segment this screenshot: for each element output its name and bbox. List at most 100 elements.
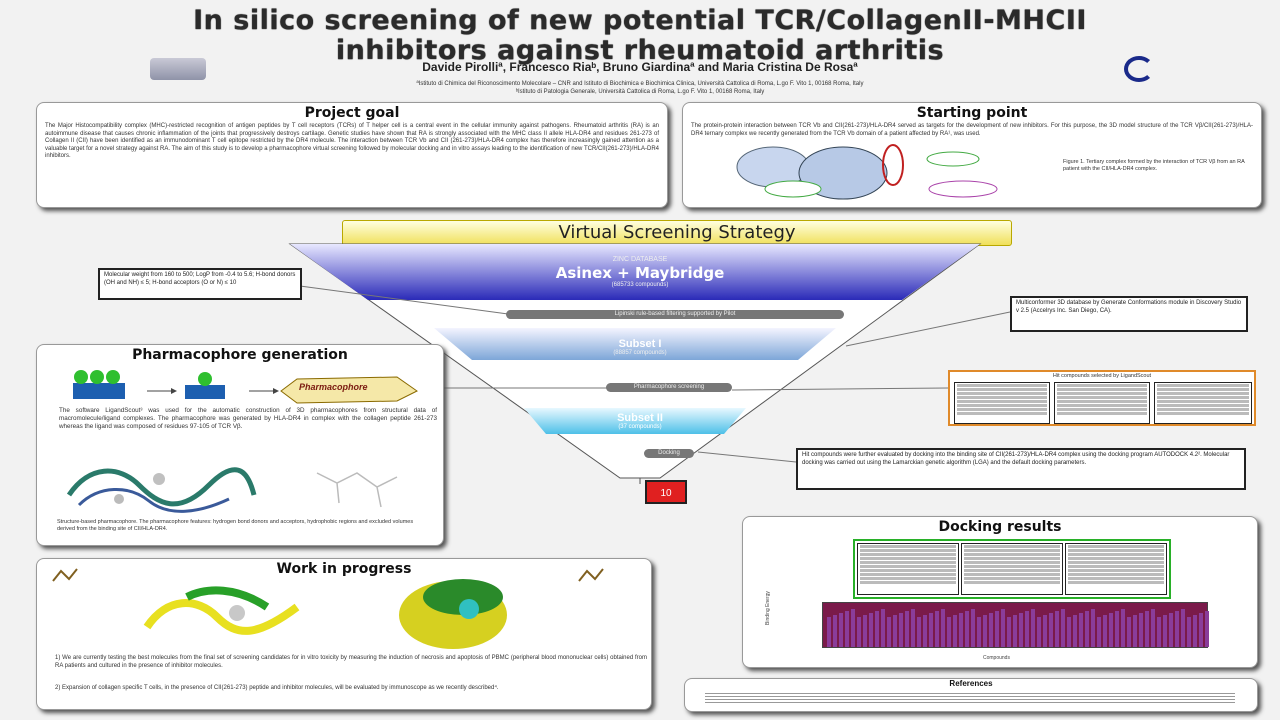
docking-note: Hit compounds were further evaluated by … [796,448,1246,490]
work-item-2: 2) Expansion of collagen specific T cell… [55,685,499,691]
step-docking-pill: Docking [644,449,694,458]
docking-bar [869,613,873,647]
docking-chart-ylabel: Binding Energy [765,591,771,625]
docking-table-3 [1065,543,1167,595]
title-line-2: inhibitors against rheumatoid arthritis [335,35,945,66]
db-name: Asinex + Maybridge [555,264,725,282]
hits-table-3 [1154,382,1252,424]
docking-bar [983,615,987,647]
pharmacophore-text: The software LigandScout³ was used for t… [59,407,437,430]
project-goal-text: The Major Histocompatibility complex (MH… [45,123,659,159]
docking-bar [1109,613,1113,647]
affiliation-1: ªIstituto di Chimica del Riconoscimento … [416,81,864,87]
docking-bar [1013,615,1017,647]
small-molecule-icon-right [578,568,604,582]
docking-bar [1193,615,1197,647]
docking-bar [881,609,885,647]
references-heading: References [949,679,993,688]
docking-bar [857,617,861,647]
docking-bar [911,609,915,647]
docking-bar [1199,613,1203,647]
pharmacophore-structure-figure [66,467,257,513]
docking-bar [1079,613,1083,647]
docking-bar [1133,615,1137,647]
docking-bar [947,617,951,647]
subset1-count: (88857 compounds) [613,350,667,356]
docking-table-2 [961,543,1063,595]
work-in-progress-box: Work in progress 1) We are currently tes… [36,558,652,710]
institute-logo-left [150,58,206,80]
multiconformer-note: Multiconformer 3D database by Generate C… [1010,296,1248,332]
affiliations: ªIstituto di Chimica del Riconoscimento … [100,80,1180,96]
strategy-banner: Virtual Screening Strategy [342,220,1012,246]
docking-bar [1151,609,1155,647]
docking-bar [971,609,975,647]
title-line-1: In silico screening of new potential TCR… [193,5,1087,36]
docking-bar [1103,615,1107,647]
pharmacophore-box: Pharmacophore generation Pharmacophore T… [36,344,444,546]
poster-title: In silico screening of new potential TCR… [0,6,1280,66]
docking-bar [1187,617,1191,647]
docking-bar [1049,613,1053,647]
docking-results-heading: Docking results [938,519,1062,535]
docking-bar [893,615,897,647]
db-label: ZINC DATABASE [612,256,668,263]
docking-bar [923,615,927,647]
docking-bar [989,613,993,647]
pharmacophore-workflow-figure [73,370,418,404]
docking-bar [1043,615,1047,647]
docking-bar [851,609,855,647]
protein-structure-figure-1 [143,586,300,635]
docking-bar [1115,611,1119,647]
docking-bar [1061,609,1065,647]
docking-bar [995,611,999,647]
docking-bar [1073,615,1077,647]
docking-bar [839,613,843,647]
docking-bar [1001,609,1005,647]
docking-bar [941,609,945,647]
docking-bar [827,617,831,647]
subset2-label: Subset II [617,412,663,424]
docking-bar [1175,611,1179,647]
connector-docking [697,451,797,463]
docking-bar [899,613,903,647]
affiliation-2: ᵇIstituto di Patologia Generale, Univers… [515,89,765,95]
docking-bar [1169,613,1173,647]
docking-bar [1157,617,1161,647]
docking-bar [917,617,921,647]
docking-bar [1055,611,1059,647]
docking-bar [863,615,867,647]
starting-point-text: The protein-protein interaction between … [691,123,1253,137]
small-molecule-icon-left [52,568,78,582]
docking-bar [1139,613,1143,647]
docking-bar [929,613,933,647]
docking-bar [1097,617,1101,647]
docking-bar [977,617,981,647]
work-item-1: 1) We are currently testing the best mol… [55,655,647,669]
hits-table-title: Hit compounds selected by LigandScout [1052,373,1152,379]
pharmacophore-star-label: Pharmacophore [299,382,368,392]
lipinski-note: Molecular weight from 160 to 500; LogP f… [98,268,302,300]
step-pharmacophore-pill: Pharmacophore screening [606,383,732,392]
docking-bar [1127,617,1131,647]
docking-chart-xlabel: Compounds [983,655,1010,661]
docking-bar [845,611,849,647]
docking-bar [875,611,879,647]
docking-bar [1163,615,1167,647]
docking-bar [1181,609,1185,647]
ternary-complex-figure [736,144,998,200]
hits-table-2 [1054,382,1150,424]
db-count: (685733 compounds) [611,282,669,288]
docking-bar [935,611,939,647]
docking-bar [1019,613,1023,647]
docking-bar [1037,617,1041,647]
connector-hits [731,387,949,391]
starting-point-box: Starting point The protein-protein inter… [682,102,1262,208]
docking-bar [959,613,963,647]
final-hits-box: 10 [645,480,687,504]
step-lipinski-pill: Lipinski rule-based filtering supported … [506,310,844,319]
docking-bar [1145,611,1149,647]
docking-bar [905,611,909,647]
docking-bar [953,615,957,647]
docking-table-1 [857,543,959,595]
